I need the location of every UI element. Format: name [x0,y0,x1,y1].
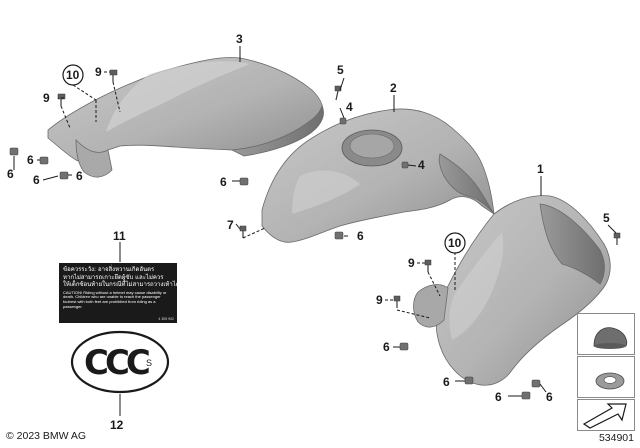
callout-9b: 9 [43,91,50,105]
rubber-cap-icon [593,327,628,349]
legend-item-8 [577,356,635,398]
callout-7: 7 [227,218,234,232]
callout-11: 11 [113,229,126,243]
callout-5b: 5 [603,211,610,225]
ccc-suffix: S [146,358,152,368]
callout-10a: 10 [66,68,80,82]
callout-10-circle-b [444,232,466,254]
copyright-text: © 2023 BMW AG [6,430,87,442]
callout-6c: 6 [33,173,40,187]
side-panel-1 [413,195,611,386]
callout-10b: 10 [448,236,462,250]
legend-item-arrow [577,399,635,431]
callout-6e: 6 [220,175,227,189]
callout-6b: 6 [27,153,34,167]
callout-6j: 6 [546,390,553,404]
tank-cover-2 [261,108,495,243]
callout-numbers: 3 2 1 5 5 4 4 9 9 9 9 10 10 10 6 6 6 6 6… [7,32,610,432]
callout-6d: 6 [76,169,83,183]
callout-9a: 9 [95,65,102,79]
trim-panel-3 [47,57,324,178]
callout-1: 1 [537,162,544,176]
callout-4b: 4 [418,158,425,172]
callout-2: 2 [390,81,397,95]
leader-lines [13,46,617,416]
ccc-mark: CCC S [70,330,170,394]
callout-6i: 6 [495,390,502,404]
callout-6f: 6 [357,229,364,243]
warning-code: 4 305 902 [158,317,174,321]
callout-6a: 6 [7,167,14,181]
warning-label: ข้อควรระวัง: อาจสิ่งหวานเกิดอันตร หากไม่… [59,263,177,323]
screws [57,69,621,308]
callout-3: 3 [236,32,243,46]
direction-arrow-icon [582,403,627,429]
warning-thai-line-2: หากไม่สามารถเกาะยึดผู้ขับ และไม่ควร [63,273,164,281]
callout-4a: 4 [346,100,353,114]
callout-5a: 5 [337,63,344,77]
washer-icon [595,372,625,390]
clips [9,117,541,400]
legend-item-10 [577,313,635,355]
callout-10-circle-a [62,64,84,86]
callout-6g: 6 [383,340,390,354]
callout-9c: 9 [408,256,415,270]
warning-thai-line-1: ข้อควรระวัง: อาจสิ่งหวานเกิดอันตร [63,266,155,273]
diagram-id: 534901 [598,432,634,444]
warning-thai-line-3: ให้เด็กซ้อนท้ายในกรณีที่ไม่สามารถวางเท้า… [63,281,177,289]
callout-9d: 9 [376,293,383,307]
callout-6h: 6 [443,375,450,389]
ccc-letters: CCC [84,343,149,383]
callout-12: 12 [110,418,124,432]
warning-english-text: CAUTION! Riding without a helmet may cau… [63,289,167,309]
